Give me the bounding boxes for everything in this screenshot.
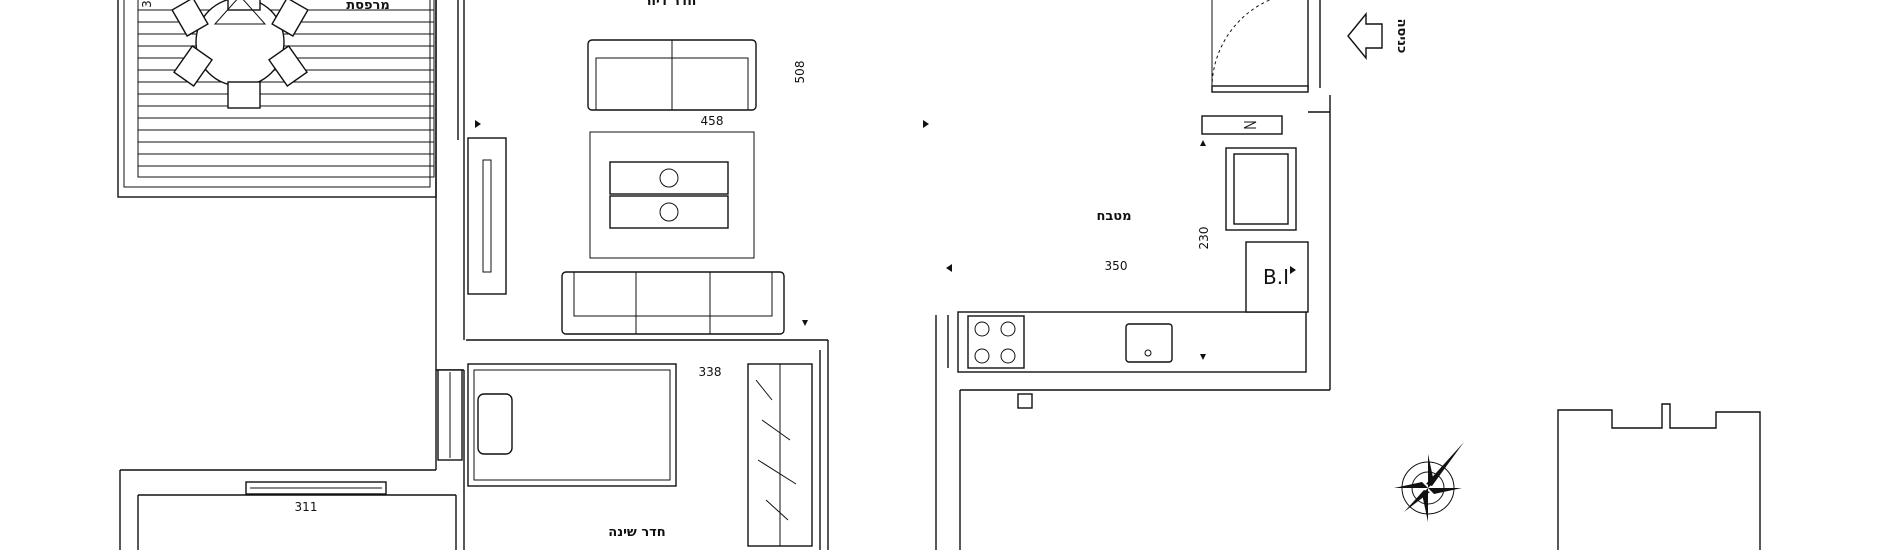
bedroom-width-dimension: 338 [699, 365, 722, 379]
living-height-dimension: 508 [793, 61, 807, 84]
bedroom-label: חדר שינה [608, 525, 665, 540]
kitchen-width-dimension: 350 [1105, 259, 1128, 273]
coffee-table [589, 131, 755, 259]
wardrobe [747, 363, 813, 547]
entrance-door [1211, 0, 1309, 93]
building-outline [1557, 403, 1761, 550]
bedroom-window [245, 481, 387, 495]
dining-table [171, 0, 309, 109]
balcony-label: מרפסת [346, 0, 390, 13]
compass-icon [1394, 442, 1464, 522]
walls [119, 0, 1331, 550]
kitchen-label: מטבח [1096, 209, 1131, 224]
living-window [437, 369, 463, 461]
room-width-dimension: 311 [295, 500, 318, 514]
entrance-arrow-icon [1347, 12, 1383, 60]
kitchen-counter [957, 241, 1309, 373]
marker-arrows [475, 120, 1296, 360]
living-width-dimension: 458 [701, 114, 724, 128]
entrance-label: כניסה [1394, 19, 1409, 54]
shelf [1201, 115, 1283, 135]
living-room-label: חדר דיור [644, 0, 697, 9]
tv-unit [467, 137, 507, 295]
builtin-label: B.I [1263, 265, 1289, 289]
balcony-dimension: 3 [140, 0, 154, 8]
sofa-top [587, 39, 757, 111]
pipe [1017, 393, 1033, 409]
bed [467, 363, 677, 487]
refrigerator [1225, 147, 1297, 231]
sofa-bottom [561, 271, 785, 335]
kitchen-height-dimension: 230 [1197, 227, 1211, 250]
